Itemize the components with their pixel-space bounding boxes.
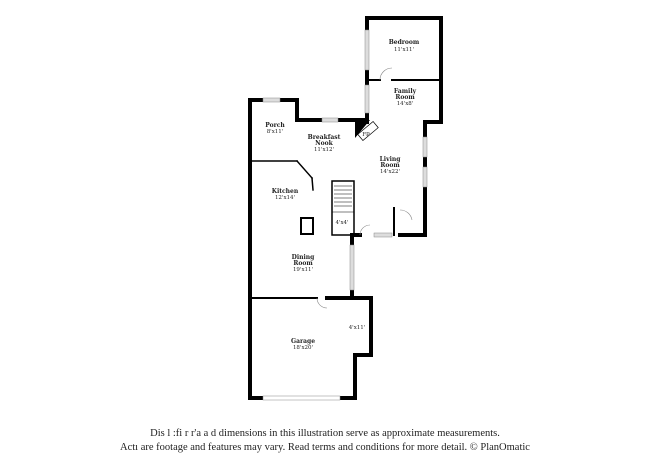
room-dimension: 19'x11' <box>293 267 313 273</box>
room-name: Dining <box>292 254 315 261</box>
room-name: Kitchen <box>272 188 299 195</box>
room-name: Room <box>293 260 313 267</box>
room-dimension: 11'x12' <box>314 147 334 153</box>
room-name: Bedroom <box>389 39 420 46</box>
stairs <box>332 185 354 213</box>
room-name: Porch <box>265 122 285 129</box>
room-name: Family <box>394 88 417 95</box>
room-family: Family Room 14'x8' <box>394 88 417 107</box>
room-name: Nook <box>315 140 333 147</box>
room-name: Garage <box>291 338 315 345</box>
room-dimension: 14'x22' <box>380 169 400 175</box>
walls <box>248 16 443 400</box>
windows <box>262 29 428 401</box>
room-kitchen: Kitchen 12'x14' <box>272 188 299 201</box>
room-breakfast-nook: Breakfast Nook 11'x12' <box>308 134 341 153</box>
room-name: Breakfast <box>308 134 341 141</box>
garage-nook-dimension: 4'x11' <box>349 325 366 331</box>
room-dimension: 12'x14' <box>275 195 295 201</box>
room-name: Living <box>380 156 402 163</box>
room-name: Room <box>395 94 415 101</box>
disclaimer-line-1: Dis l :fi r r'a a d dimensions in this i… <box>150 428 500 439</box>
disclaimer-line-2: Actı are footage and features may vary. … <box>120 442 530 453</box>
room-living: Living Room 14'x22' <box>380 156 402 175</box>
room-name: Room <box>380 162 400 169</box>
fireplace-label: FP <box>362 132 370 138</box>
fireplace-hearth <box>357 121 379 141</box>
room-garage: Garage 18'x20' <box>291 338 315 351</box>
room-porch: Porch 8'x11' <box>265 122 285 135</box>
closet-dimension: 4'x4' <box>335 220 348 226</box>
room-dimension: 11'x11' <box>394 47 414 53</box>
room-bedroom: Bedroom 11'x11' <box>389 39 420 53</box>
door-swings <box>316 67 413 309</box>
room-dimension: 8'x11' <box>267 129 284 135</box>
room-dimension: 14'x8' <box>397 101 414 107</box>
room-dimension: 18'x20' <box>293 345 313 351</box>
room-dining: Dining Room 19'x11' <box>292 254 315 273</box>
